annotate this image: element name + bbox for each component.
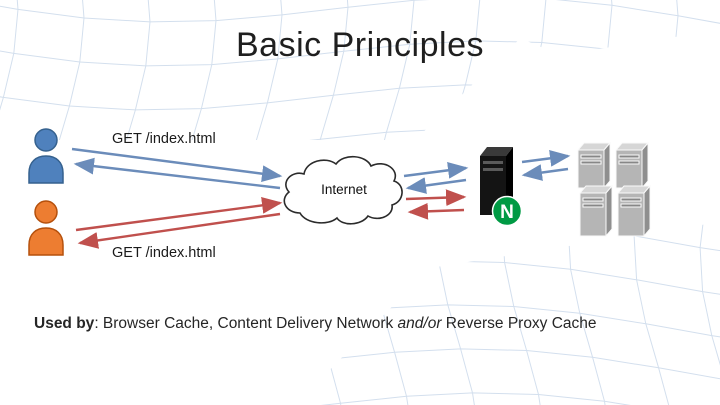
person-body	[28, 155, 64, 184]
person-head	[34, 200, 58, 224]
origin-server-icon	[578, 184, 614, 238]
reverse-proxy-server-icon: N	[480, 147, 523, 227]
footer-suffix: Reverse Proxy Cache	[441, 315, 597, 332]
nginx-badge-circle	[491, 195, 523, 227]
origin-server-farm-icon	[576, 141, 652, 238]
request-label-bottom: GET /index.html	[112, 245, 216, 261]
person-head	[34, 128, 58, 152]
request-label-top: GET /index.html	[112, 131, 216, 147]
arrow-proxy-to-cloud-red	[407, 202, 465, 220]
footer-conjunction: and/or	[397, 315, 442, 332]
internet-cloud-icon	[283, 155, 403, 225]
arrow-cloud-to-proxy-blue	[403, 161, 469, 179]
request-arrow-client-bottom	[75, 197, 283, 232]
response-arrow-client-top	[73, 157, 281, 190]
client-top-person-icon	[28, 128, 64, 184]
footer-used-by: Used by	[34, 315, 95, 332]
person-body	[28, 227, 64, 256]
slide-title: Basic Principles	[236, 26, 484, 64]
response-arrow-client-bottom	[77, 212, 281, 249]
arrows-client-top	[71, 147, 571, 194]
arrows-client-bottom	[75, 189, 467, 249]
internet-label: Internet	[321, 182, 367, 197]
origin-server-icon	[616, 184, 652, 238]
origin-server-icon	[614, 141, 650, 190]
footer-list: : Browser Cache, Content Delivery Networ…	[94, 315, 398, 332]
request-arrow-client-top	[71, 147, 283, 183]
arrow-servers-to-proxy	[521, 164, 569, 181]
client-bottom-person-icon	[28, 200, 64, 256]
arrow-proxy-to-cloud-blue	[405, 177, 467, 194]
origin-server-icon	[576, 141, 612, 190]
footer-caption: Used by: Browser Cache, Content Delivery…	[34, 315, 694, 333]
arrow-cloud-to-proxy-red	[405, 189, 467, 207]
arrow-proxy-to-servers	[521, 149, 571, 167]
nginx-badge-letter: N	[500, 202, 514, 223]
